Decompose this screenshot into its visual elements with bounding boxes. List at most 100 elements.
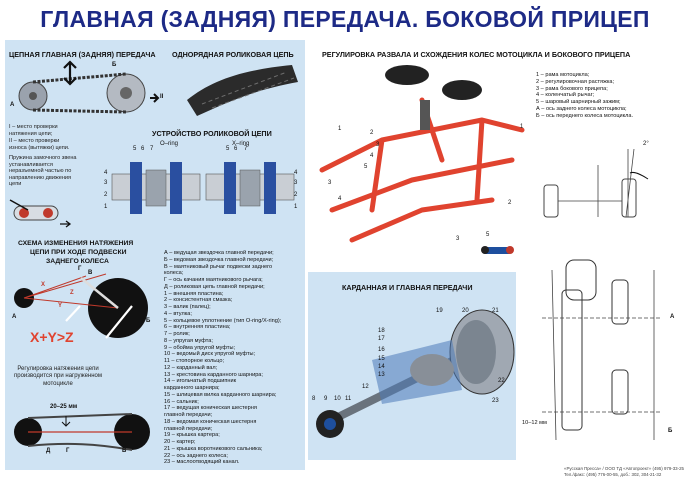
roller-num-side-4: 4 — [104, 170, 108, 176]
cardan-drive-picture — [316, 309, 515, 438]
chain-panel — [5, 40, 305, 470]
sidecar-legend-item-3: 4 – коленчатый рычаг; — [536, 92, 595, 99]
sidecar-num-3c: 3 — [456, 236, 460, 242]
legend-item-26: главной передачи; — [164, 425, 213, 432]
chain-sag-diagram — [14, 413, 150, 451]
sidecar-num-2: 2 — [370, 130, 374, 136]
toe-top-view — [542, 259, 662, 441]
chain-drive-diagram — [18, 60, 160, 114]
cardan-num-16: 16 — [378, 347, 385, 353]
roller-num-side-3: 3 — [104, 180, 108, 186]
cardan-num-10: 10 — [334, 396, 341, 402]
roller-section-oring — [111, 162, 201, 214]
sidecar-num-2b: 2 — [508, 200, 512, 206]
cardan-num-18: 18 — [378, 328, 385, 334]
legend-item-17: 12 – карданный вал; — [164, 364, 218, 371]
sidecar-heading: РЕГУЛИРОВКА РАЗВАЛА И СХОЖДЕНИЯ КОЛЕС МО… — [322, 50, 631, 59]
sidecar-num-4b: 4 — [338, 196, 342, 202]
roller-num-left-6: 6 — [141, 146, 145, 152]
legend-item-31: 23 – маслоотводящий канал. — [164, 459, 240, 466]
cardan-num-13: 13 — [378, 372, 385, 378]
chain-note-3: Пружина замочного звена устанавливается … — [9, 155, 77, 188]
legend-item-2: В – маятниковый рычаг подвески заднего — [164, 263, 273, 270]
camber-front-view — [543, 148, 649, 218]
chain-label-ii: II — [160, 94, 164, 100]
legend-item-15: 10 – ведомый диск упругой муфты; — [164, 351, 256, 358]
tension-letter-y: Y — [58, 303, 63, 309]
roller-num-rside-3: 3 — [294, 180, 298, 186]
tension-caption: Регулировка натяжения цепи производится … — [13, 366, 103, 387]
tension-measure: 20–25 мм — [50, 404, 78, 410]
cardan-num-14: 14 — [378, 364, 385, 370]
sidecar-num-3: 3 — [376, 142, 380, 148]
legend-item-27: 19 – крышка картера; — [164, 432, 220, 439]
legend-item-0: А – ведущая звездочка главной передачи; — [164, 250, 274, 256]
xring-label: X–ring — [232, 141, 250, 147]
cardan-num-9: 9 — [324, 396, 328, 402]
tension-letter-g: Г — [78, 266, 82, 272]
page-title: ГЛАВНАЯ (ЗАДНЯЯ) ПЕРЕДАЧА. БОКОВОЙ ПРИЦЕ… — [40, 6, 650, 32]
legend-item-13: 8 – упругая муфта; — [164, 337, 213, 344]
roller-num-rside-2: 2 — [294, 192, 298, 198]
cardan-num-12: 12 — [362, 384, 369, 390]
tension-letter-v: В — [88, 270, 93, 276]
legend-item-29: 21 – крышка ворот­никового сальника; — [164, 445, 263, 452]
footer-line-2: Тел./факс: (495) 776-00-55, доб.: 302, 3… — [564, 472, 662, 477]
axis-a-label: А — [670, 314, 675, 320]
cardan-num-19: 19 — [436, 308, 443, 314]
footer-line-1: «Русская Пресса» / ООО ТД «Автопроект» (… — [564, 466, 684, 471]
legend-item-14: 9 – обойма упругой муфты; — [164, 344, 236, 351]
sidecar-legend-item-1: 2 – регулировочная растяжка; — [536, 78, 615, 85]
tension-formula: X+Y>Z — [30, 329, 74, 345]
chain-label-b: Б — [112, 62, 117, 68]
roller-num-right-5: 5 — [226, 146, 230, 152]
sag-letter-g: Г — [66, 448, 70, 454]
legend-item-19: 14 – игольчатый подшипник — [164, 378, 237, 385]
roller-num-left-7: 7 — [150, 146, 154, 152]
roller-num-side-2: 2 — [104, 192, 108, 198]
legend-item-30: 22 – ось заднего колеса; — [164, 452, 228, 459]
cardan-heading: КАРДАННАЯ И ГЛАВНАЯ ПЕРЕДАЧИ — [342, 283, 473, 292]
legend-item-21: 15 – шлицевая вилка карданного шарнира; — [164, 391, 277, 398]
roller-num-rside-4: 4 — [294, 170, 298, 176]
chain-note-1: I – место проверки натяжения цепи; — [9, 124, 58, 137]
tension-heading-1: СХЕМА ИЗМЕНЕНИЯ НАТЯЖЕНИЯ — [18, 240, 134, 247]
sidecar-frame-picture — [319, 65, 525, 243]
legend-item-23: 17 – ведущая коническая шестерня — [164, 405, 257, 412]
toe-measure: 10–12 мм — [522, 420, 547, 426]
legend-item-11: 6 – внутренняя пластина; — [164, 324, 231, 331]
clamp-detail-picture — [481, 246, 514, 254]
tension-heading-2: ЦЕПИ ПРИ ХОДЕ ПОДВЕСКИ — [30, 249, 127, 256]
legend-item-10: 5 – кольцевое уплотнение (тип O-ring/X-r… — [164, 317, 282, 324]
sidecar-num-4: 4 — [370, 153, 374, 159]
sag-letter-v: В — [122, 448, 127, 454]
legend-item-12: 7 – ролик; — [164, 331, 190, 337]
roller-device-heading: УСТРОЙСТВО РОЛИКОВОЙ ЦЕПИ — [152, 129, 272, 138]
tension-scheme-diagram — [14, 273, 148, 339]
cardan-num-22: 22 — [498, 378, 505, 384]
chain-label-a: А — [10, 102, 15, 108]
sidecar-num-5b: 5 — [486, 232, 490, 238]
cardan-num-8: 8 — [312, 396, 316, 402]
sidecar-legend-item-4: 5 – шаровый шарнирный зажим; — [536, 99, 621, 105]
legend-item-6: 1 – внешняя пластина; — [164, 290, 224, 297]
cardan-num-20: 20 — [462, 308, 469, 314]
roller-num-side-1: 1 — [104, 204, 108, 210]
legend-item-28: 20 – картер; — [164, 439, 196, 445]
legend-item-7: 2 – консистентная смазка; — [164, 297, 233, 304]
roller-num-right-6: 6 — [234, 146, 238, 152]
chain-link-spring-diagram — [9, 199, 72, 228]
legend-item-3: колеса; — [164, 270, 184, 277]
chain-heading: ЦЕПНАЯ ГЛАВНАЯ (ЗАДНЯЯ) ПЕРЕДАЧА — [9, 50, 156, 59]
sidecar-num-1: 1 — [338, 126, 342, 132]
legend-item-18: 13 – крестовина карданного шарнира; — [164, 371, 263, 378]
legend-item-9: 4 – втулка; — [164, 310, 192, 317]
sidecar-legend-item-5: А – ось заднего колеса мотоцикла; — [536, 105, 627, 112]
legend-item-16: 11 – стопорное кольцо; — [164, 358, 225, 364]
cardan-num-11: 11 — [345, 396, 352, 402]
roller-num-rside-1: 1 — [294, 204, 298, 210]
cardan-num-21: 21 — [492, 308, 499, 314]
legend-item-24: главной передачи; — [164, 412, 213, 418]
tension-letter-z: Z — [70, 290, 74, 296]
camber-angle: 2° — [643, 141, 649, 147]
